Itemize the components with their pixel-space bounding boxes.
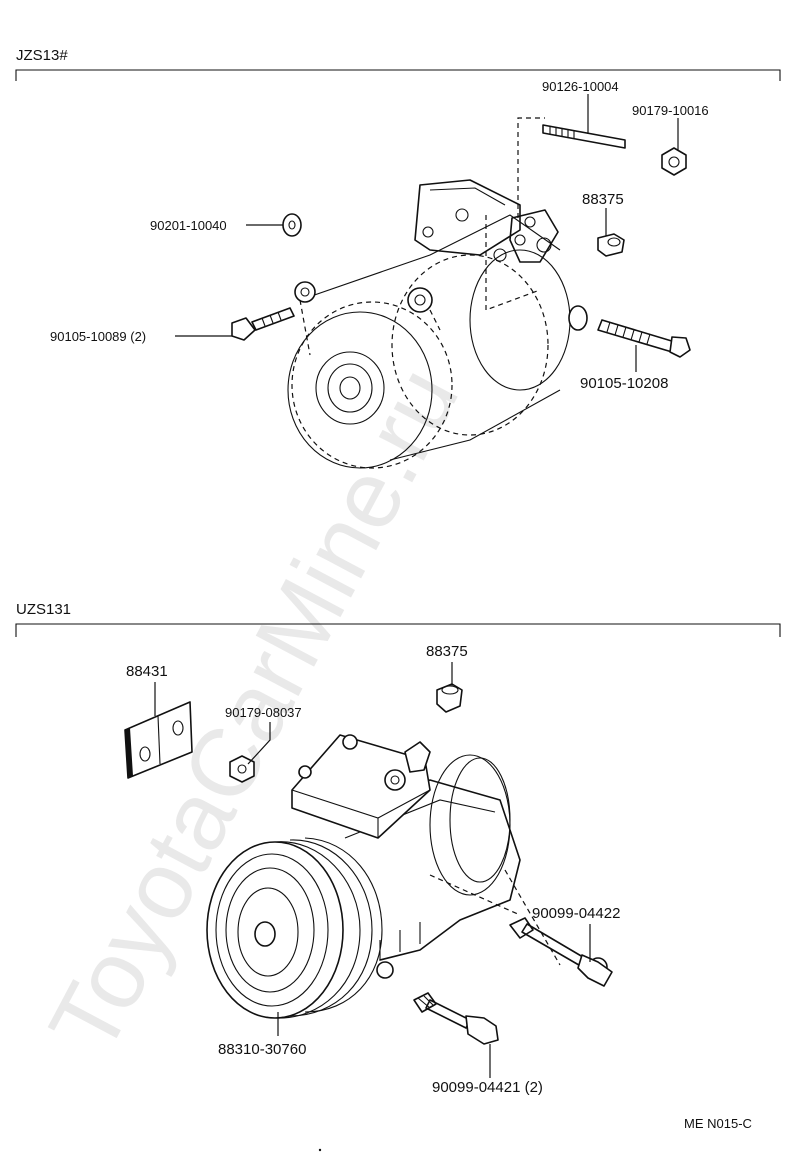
part-label: 90105-10089 (2): [50, 329, 146, 344]
washer-icon: [282, 213, 302, 237]
section-bracket: [15, 69, 781, 81]
part-label: 90099-04421 (2): [432, 1079, 543, 1096]
part-label: 90179-08037: [225, 705, 302, 720]
plug-icon: [597, 233, 625, 257]
part-label: 88431: [126, 663, 168, 680]
long-bolt-icon: [597, 319, 691, 358]
part-label: 90126-10004: [542, 79, 619, 94]
bolt-icon: [413, 992, 499, 1045]
section-uzs131: UZS131: [15, 601, 781, 1096]
speck-dot: [318, 1148, 322, 1152]
part-label: 90105-10208: [580, 375, 668, 392]
bolt-icon: [231, 307, 295, 341]
stud-bolt-icon: [542, 124, 626, 149]
nut-icon: [661, 147, 687, 176]
plug-icon: [436, 683, 463, 713]
section-jzs13: JZS13#: [15, 47, 781, 469]
compressor-jzs13: [287, 117, 588, 469]
part-label: 88310-30760: [218, 1041, 306, 1058]
part-label: 88375: [582, 191, 624, 208]
section-code: UZS131: [16, 601, 71, 618]
nut-icon: [229, 755, 255, 783]
part-label: 90201-10040: [150, 218, 227, 233]
section-code: JZS13#: [16, 47, 68, 64]
bolt-icon: [509, 917, 613, 987]
part-label: 90179-10016: [632, 103, 709, 118]
section-bracket: [15, 623, 781, 637]
label-plate-icon: [124, 701, 193, 779]
diagram-code: ME N015-C: [684, 1116, 752, 1131]
part-label: 88375: [426, 643, 468, 660]
part-label: 90099-04422: [532, 905, 620, 922]
